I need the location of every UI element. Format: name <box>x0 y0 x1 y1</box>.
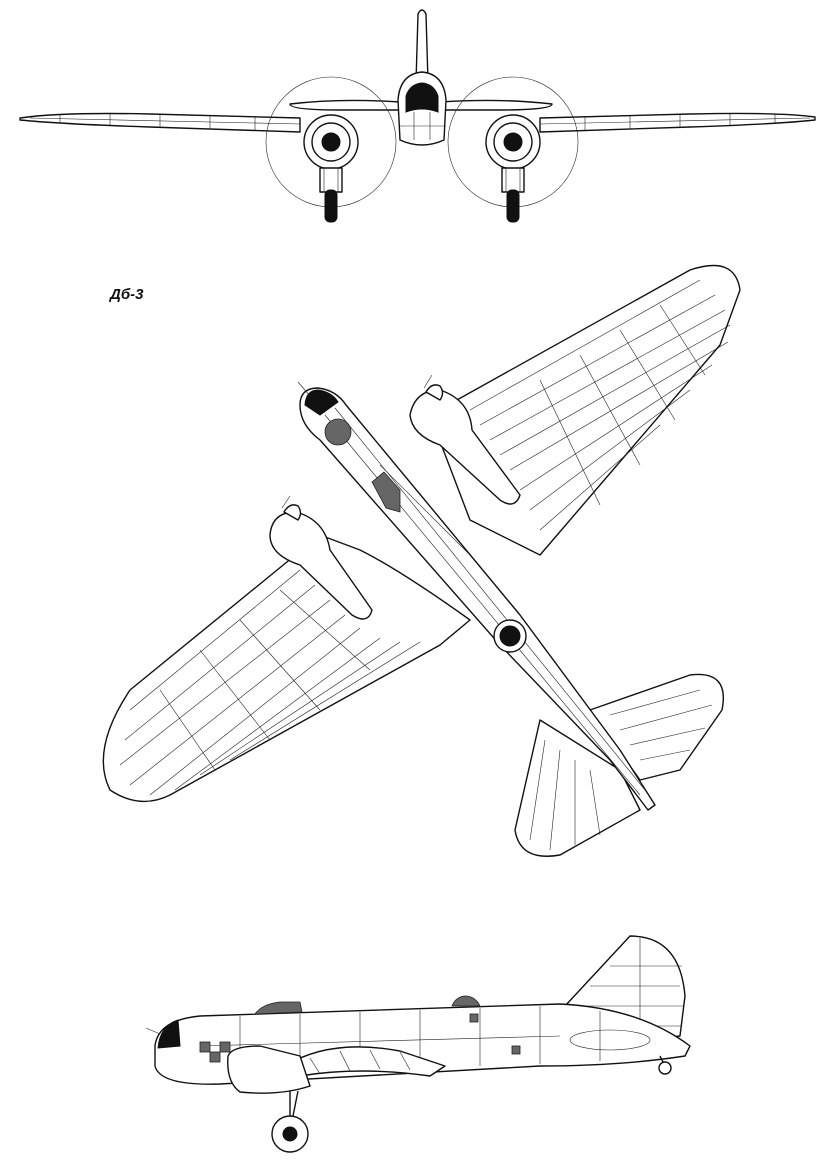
aircraft-title: Дб-3 <box>110 286 144 303</box>
side-dorsal-turret <box>451 995 481 1007</box>
side-wing-ribs <box>309 1049 411 1075</box>
plan-upper-nacelle <box>409 374 521 505</box>
plan-cockpit <box>371 471 401 513</box>
plan-lower-nacelle <box>269 495 373 620</box>
side-view <box>145 935 691 1153</box>
plan-lower-wing <box>102 534 471 803</box>
side-panel-markings <box>199 1013 521 1063</box>
plan-upper-tailplane <box>589 673 724 781</box>
plan-nose-glazing <box>304 389 339 416</box>
front-cockpit-glazing <box>405 82 439 113</box>
side-engine-nacelle <box>227 1045 311 1094</box>
side-main-gear <box>271 1090 309 1153</box>
front-left-gear <box>319 167 343 223</box>
plan-lower-wing-ribs <box>119 569 421 796</box>
front-right-gear <box>501 167 525 223</box>
side-tail-wheel <box>658 1055 672 1075</box>
plan-lower-tailplane <box>514 719 641 857</box>
plan-tail-ribs <box>529 689 713 851</box>
plan-upper-wing <box>429 264 741 556</box>
plan-dorsal-turret <box>499 625 521 647</box>
side-nose-glazing <box>157 1019 181 1049</box>
front-right-wing <box>539 112 816 133</box>
plan-view <box>102 264 741 857</box>
front-fin <box>415 9 429 83</box>
right-engine-front <box>485 114 541 170</box>
front-view <box>19 9 816 223</box>
side-wing <box>284 1046 446 1077</box>
left-engine-front <box>303 114 359 170</box>
plan-upper-wing-ribs <box>469 279 731 531</box>
side-cockpit-canopy <box>254 1001 303 1015</box>
plan-nose-turret <box>324 418 352 446</box>
front-wing-panel-lines <box>29 113 811 130</box>
